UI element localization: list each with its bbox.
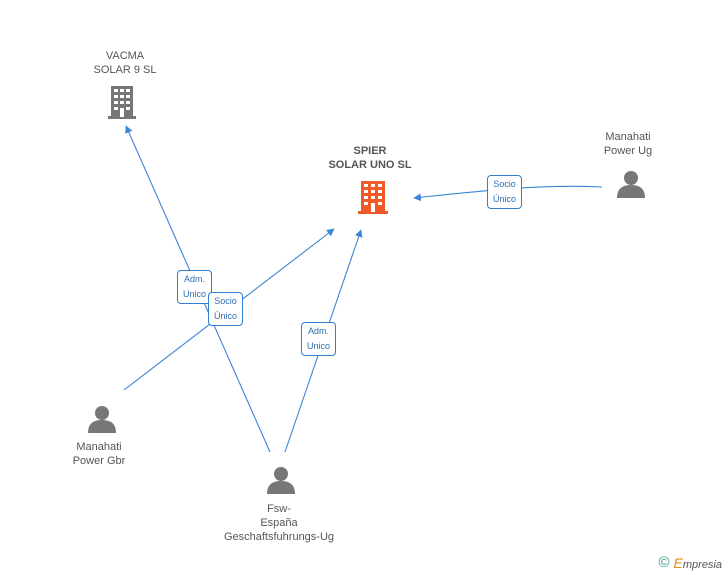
edge-label-line: Adm. — [308, 326, 330, 336]
edge-label-line: Unico — [307, 341, 331, 351]
node-label-line: VACMA — [105, 50, 145, 62]
brand-logo[interactable]: Empresia — [674, 555, 722, 571]
node-label-line: Manahati — [605, 131, 651, 143]
brand-rest: mpresia — [682, 558, 722, 571]
copyright-icon: © — [658, 554, 670, 571]
node-label-line: Manahati — [76, 441, 122, 453]
footer-brand: © Empresia — [658, 554, 722, 571]
edge-label-line: Unico — [183, 289, 207, 299]
node-label-spier[interactable]: SPIER SOLAR UNO SL — [315, 144, 425, 172]
edge-label-line: Único — [493, 194, 517, 204]
building-icon — [358, 181, 388, 214]
brand-initial: E — [673, 554, 683, 571]
edge-label-adm[interactable]: Adm. Unico — [301, 322, 337, 356]
person-icon — [267, 467, 295, 494]
node-label-vacma[interactable]: VACMA SOLAR 9 SL — [80, 49, 170, 77]
edge-label-adm[interactable]: Adm. Unico — [177, 270, 213, 304]
node-label-fsw[interactable]: Fsw- España Geschaftsfuhrungs-Ug — [204, 502, 354, 544]
node-label-line: SOLAR UNO SL — [328, 159, 412, 171]
person-icon — [617, 171, 645, 198]
node-label-line: SPIER — [353, 145, 387, 157]
edge-label-line: Socio — [493, 179, 516, 189]
edge-label-socio[interactable]: Socio Único — [487, 175, 523, 209]
node-label-line: España — [260, 517, 298, 529]
edge-label-line: Único — [214, 311, 238, 321]
person-icon — [88, 406, 116, 433]
building-icon — [108, 86, 136, 119]
node-label-line: Fsw- — [267, 503, 291, 515]
node-label-line: Power Ug — [603, 145, 653, 157]
node-label-manahati-ug[interactable]: Manahati Power Ug — [588, 130, 668, 158]
node-label-line: Geschaftsfuhrungs-Ug — [223, 531, 335, 543]
node-label-line: Power Gbr — [72, 455, 126, 467]
edge-label-line: Adm. — [184, 274, 206, 284]
node-label-line: SOLAR 9 SL — [93, 64, 157, 76]
edge-label-socio[interactable]: Socio Único — [208, 292, 244, 326]
edge-label-line: Socio — [214, 296, 237, 306]
node-label-manahati-gbr[interactable]: Manahati Power Gbr — [59, 440, 139, 468]
